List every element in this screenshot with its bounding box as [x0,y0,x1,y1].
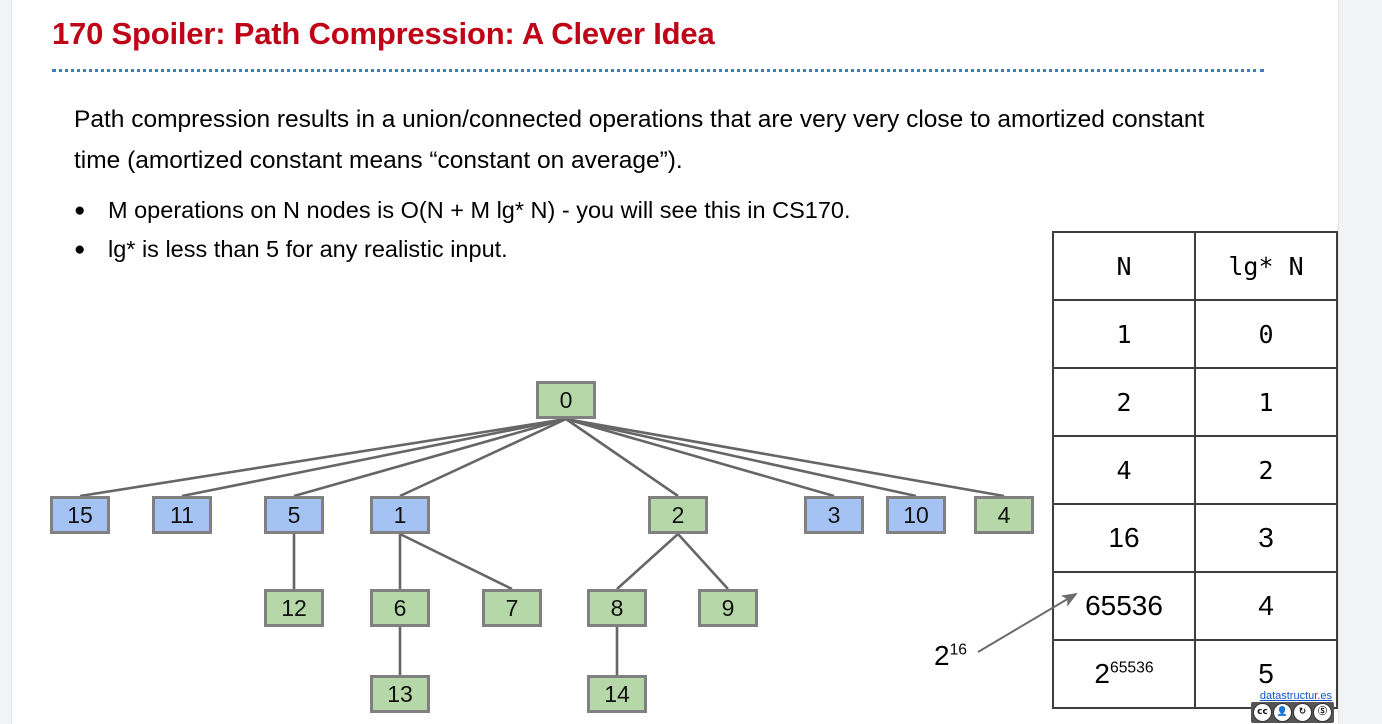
lg-star-table: N lg* N 1 0 2 1 4 2 16 3 [1052,231,1338,709]
bullet-text: M operations on N nodes is O(N + M lg* N… [108,197,851,223]
table-cell-lgstar: 2 [1194,435,1338,505]
body-paragraph: Path compression results in a union/conn… [74,106,1205,174]
cc-sa-icon: ↻ [1293,703,1312,722]
tree-edge-0-1 [399,417,567,498]
list-item: ● lg* is less than 5 for any realistic i… [74,230,1074,269]
power-annotation-label: 216 [934,640,967,672]
table-header-row: N lg* N [1052,231,1338,301]
tree-node-0[interactable]: 0 [536,381,596,419]
tree-edge-0-5 [293,417,567,498]
power-annotation-base: 2 [934,640,950,671]
tree-node-13[interactable]: 13 [370,675,430,713]
table-header-n: N [1052,231,1196,301]
table-cell-n: 1 [1052,299,1196,369]
title-divider [52,69,1264,72]
table-cell-lgstar: 0 [1194,299,1338,369]
page-title: 170 Spoiler: Path Compression: A Clever … [52,16,715,51]
annotation-arrow-icon [977,592,1078,653]
tree-node-14[interactable]: 14 [587,675,647,713]
table-cell-lgstar: 4 [1194,571,1338,641]
tree-node-4[interactable]: 4 [974,496,1034,534]
tree-node-10[interactable]: 10 [886,496,946,534]
tree-edges [79,417,1005,675]
tree-edge-1-7 [399,532,513,591]
tree-node-2[interactable]: 2 [648,496,708,534]
tree-edge-0-11 [181,417,567,498]
tree-node-6[interactable]: 6 [370,589,430,627]
bullet-text: lg* is less than 5 for any realistic inp… [108,236,508,262]
table-cell-n: 16 [1052,503,1196,573]
table-cell-lgstar: 5 [1194,639,1338,709]
bullet-dot-icon: ● [74,239,86,260]
union-find-tree-diagram: 0 15 11 5 1 2 3 10 4 12 6 7 8 9 13 14 [12,300,1042,724]
tree-node-7[interactable]: 7 [482,589,542,627]
creative-commons-badges: cc 👤 ↻ Ⓢ [1251,702,1334,723]
power-base: 2 [1094,658,1110,689]
table-row: 2 1 [1052,367,1338,437]
tree-node-5[interactable]: 5 [264,496,324,534]
bullet-dot-icon: ● [74,200,86,221]
tree-node-1[interactable]: 1 [370,496,430,534]
table-cell-lgstar: 3 [1194,503,1338,573]
tree-node-8[interactable]: 8 [587,589,647,627]
table-cell-n-power: 265536 [1052,639,1196,709]
list-item: ● M operations on N nodes is O(N + M lg*… [74,191,1074,230]
tree-node-12[interactable]: 12 [264,589,324,627]
tree-edge-0-15 [79,417,567,498]
tree-edge-0-4 [565,417,1005,498]
slide-page: 170 Spoiler: Path Compression: A Clever … [12,0,1338,724]
table-cell-n: 4 [1052,435,1196,505]
power-annotation-exponent: 16 [949,641,968,659]
table-row: 1 0 [1052,299,1338,369]
cc-icon: cc [1253,703,1272,722]
tree-node-15[interactable]: 15 [50,496,110,534]
tree-node-3[interactable]: 3 [804,496,864,534]
tree-edge-2-8 [616,533,679,590]
table-row: 265536 5 [1052,639,1338,709]
bullet-list: ● M operations on N nodes is O(N + M lg*… [74,191,1074,269]
cc-nc-icon: Ⓢ [1313,703,1332,722]
tree-node-9[interactable]: 9 [698,589,758,627]
table-row: 65536 4 [1052,571,1338,641]
tree-node-11[interactable]: 11 [152,496,212,534]
tree-edge-2-9 [677,533,729,590]
tree-edge-0-2 [565,417,679,498]
table-header-lgstar: lg* N [1194,231,1338,301]
table-cell-lgstar: 1 [1194,367,1338,437]
table-row: 4 2 [1052,435,1338,505]
attribution-link[interactable]: datastructur.es [1259,690,1332,702]
table-row: 16 3 [1052,503,1338,573]
tree-edge-0-3 [565,417,835,498]
cc-by-icon: 👤 [1273,703,1292,722]
attribution: datastructur.es [1260,690,1332,702]
power-exponent: 65536 [1109,659,1154,677]
tree-edge-0-10 [565,417,917,498]
table-cell-n: 2 [1052,367,1196,437]
